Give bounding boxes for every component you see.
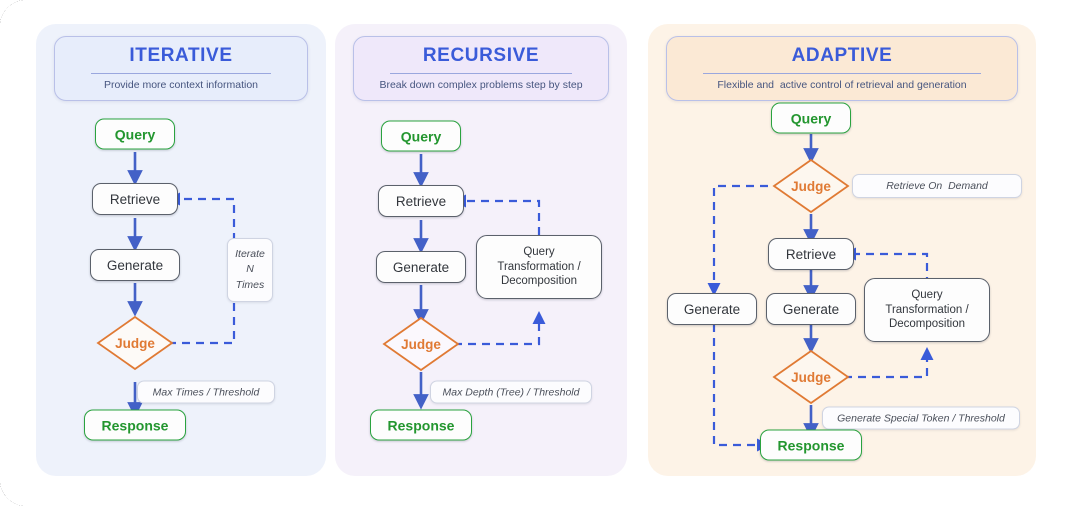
header-divider xyxy=(91,72,271,74)
flow-wires-iterative xyxy=(127,152,236,418)
panel-iterative: ITERATIVE Provide more context informati… xyxy=(36,24,326,476)
flow-recursive: Query Retrieve Generate Judge Query Tran… xyxy=(335,24,627,476)
header-divider xyxy=(390,72,572,74)
node-judge-label: Judge xyxy=(115,335,155,351)
frame-corner-top-left xyxy=(0,0,26,26)
panel-adaptive: ADAPTIVE Flexible and active control of … xyxy=(648,24,1036,476)
tag-exit-condition: Max Times / Threshold xyxy=(137,380,275,404)
node-response[interactable]: Response xyxy=(370,409,472,441)
panel-subtitle-iterative: Provide more context information xyxy=(103,78,259,91)
flow-iterative: Query Retrieve Generate Judge Iterate N … xyxy=(36,24,326,476)
frame-corner-bottom-left xyxy=(0,480,26,506)
header-card-iterative: ITERATIVE Provide more context informati… xyxy=(54,36,308,102)
diamond-shape xyxy=(772,349,850,405)
node-judge-label: Judge xyxy=(791,178,831,194)
header-divider xyxy=(703,72,981,74)
node-query[interactable]: Query xyxy=(381,120,461,152)
diamond-shape xyxy=(772,158,850,214)
node-query-transformation[interactable]: Query Transformation / Decomposition xyxy=(864,278,990,342)
header-card-recursive: RECURSIVE Break down complex problems st… xyxy=(353,36,609,102)
tag-retrieve-on-demand: Retrieve On Demand xyxy=(852,174,1022,198)
node-query[interactable]: Query xyxy=(95,118,175,150)
tag-exit-condition: Max Depth (Tree) / Threshold xyxy=(430,380,592,404)
node-judge-top[interactable]: Judge xyxy=(772,158,850,214)
panel-subtitle-adaptive: Flexible and active control of retrieval… xyxy=(717,78,967,91)
node-judge[interactable]: Judge xyxy=(96,315,174,371)
diamond-shape xyxy=(382,316,460,372)
node-judge-label: Judge xyxy=(401,336,441,352)
tag-line-1: Iterate xyxy=(235,248,265,261)
node-generate-main[interactable]: Generate xyxy=(766,293,856,325)
diamond-shape xyxy=(96,315,174,371)
header-card-adaptive: ADAPTIVE Flexible and active control of … xyxy=(666,36,1018,102)
tag-iterate-n-times: Iterate N Times xyxy=(227,238,273,302)
flow-adaptive: Query Judge Retrieve On Demand Retrieve … xyxy=(648,24,1036,476)
node-judge-label: Judge xyxy=(791,369,831,385)
node-query-transformation[interactable]: Query Transformation / Decomposition xyxy=(476,235,602,299)
panel-recursive: RECURSIVE Break down complex problems st… xyxy=(335,24,627,476)
node-query[interactable]: Query xyxy=(771,102,851,134)
node-retrieve[interactable]: Retrieve xyxy=(768,238,854,270)
panel-title-iterative: ITERATIVE xyxy=(129,45,233,66)
node-generate[interactable]: Generate xyxy=(90,249,180,281)
panel-title-adaptive: ADAPTIVE xyxy=(791,45,893,66)
node-judge-bottom[interactable]: Judge xyxy=(772,349,850,405)
node-generate-bypass[interactable]: Generate xyxy=(667,293,757,325)
node-generate[interactable]: Generate xyxy=(376,251,466,283)
panel-title-recursive: RECURSIVE xyxy=(422,45,540,66)
node-response[interactable]: Response xyxy=(84,409,186,441)
tag-exit-condition: Generate Special Token / Threshold xyxy=(822,406,1020,430)
tag-line-2: N xyxy=(246,263,254,276)
node-retrieve[interactable]: Retrieve xyxy=(378,185,464,217)
node-judge[interactable]: Judge xyxy=(382,316,460,372)
panel-subtitle-recursive: Break down complex problems step by step xyxy=(379,78,583,91)
node-response[interactable]: Response xyxy=(760,429,862,461)
node-retrieve[interactable]: Retrieve xyxy=(92,183,178,215)
tag-line-3: Times xyxy=(235,278,265,291)
